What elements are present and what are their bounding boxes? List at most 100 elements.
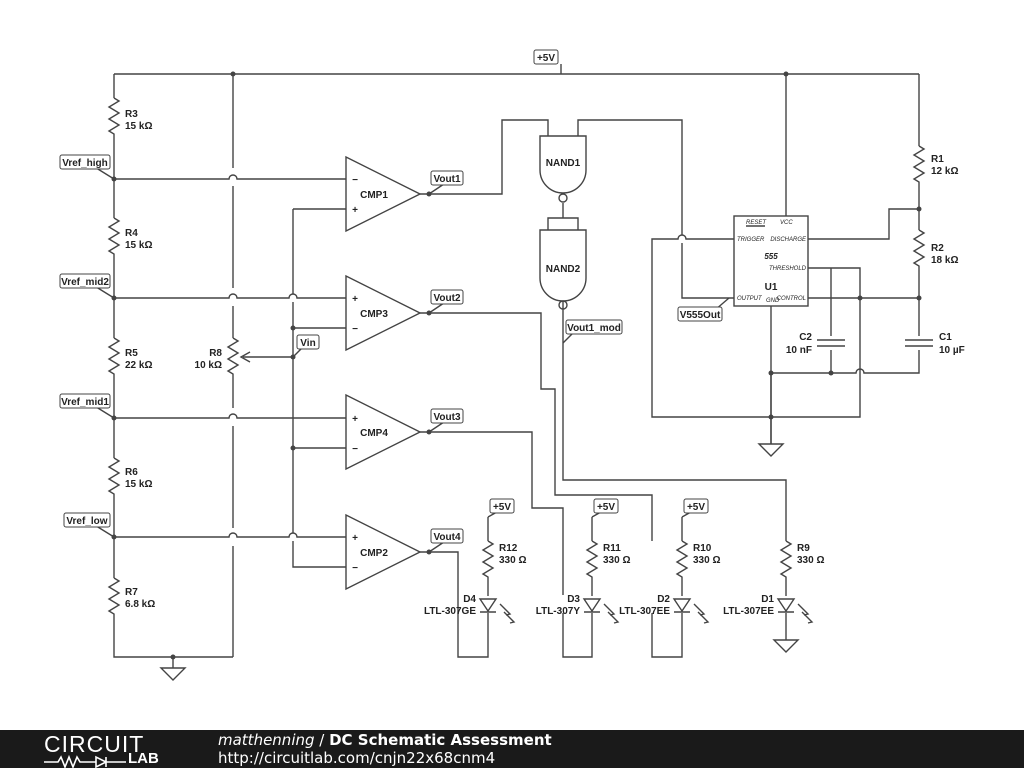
net-label-vout2: Vout2 xyxy=(433,293,460,304)
resistor-ref-r7: R7 xyxy=(125,587,138,598)
timer-ref: U1 xyxy=(765,282,778,293)
capacitor-value-c2: 10 nF xyxy=(786,345,812,356)
comparator-labels: CMP1 CMP3 CMP4 CMP2 − + + − + − + − xyxy=(352,175,388,574)
capacitor-symbols xyxy=(817,339,933,347)
timer-pin-trigger: TRIGGER xyxy=(737,237,765,243)
resistor-value-r9: 330 Ω xyxy=(797,555,824,566)
comparator-symbols xyxy=(345,155,422,591)
nand-gate-symbols xyxy=(539,135,587,310)
pin-minus-cmp1: − xyxy=(352,175,358,186)
resistor-ref-r3: R3 xyxy=(125,109,138,120)
resistor-ref-r6: R6 xyxy=(125,467,138,478)
capacitor-value-c1: 10 µF xyxy=(939,345,965,356)
resistor-value-r8: 10 kΩ xyxy=(195,360,222,371)
resistor-value-r11: 330 Ω xyxy=(603,555,630,566)
gate-label-nand1: NAND1 xyxy=(546,158,581,169)
net-label-pointers xyxy=(92,64,730,553)
net-label-vcc-r11: +5V xyxy=(597,502,615,513)
net-label-vout4: Vout4 xyxy=(433,532,460,543)
resistor-ref-r10: R10 xyxy=(693,543,712,554)
resistor-ref-r8: R8 xyxy=(209,348,222,359)
led-ref-d1: D1 xyxy=(761,594,774,605)
net-label-vin: Vin xyxy=(300,338,315,349)
resistor-value-r2: 18 kΩ xyxy=(931,255,958,266)
resistor-value-r10: 330 Ω xyxy=(693,555,720,566)
net-label-vcc: +5V xyxy=(537,53,555,64)
led-part-d3: LTL-307Y xyxy=(536,606,581,617)
net-label-vref-high: Vref_high xyxy=(62,158,108,169)
title-separator: / xyxy=(314,731,330,749)
pin-plus-cmp1: + xyxy=(352,205,358,216)
resistor-value-r1: 12 kΩ xyxy=(931,166,958,177)
timer-labels: RESET VCC TRIGGER DISCHARGE 555 THRESHOL… xyxy=(737,220,807,304)
resistor-ref-r2: R2 xyxy=(931,243,944,254)
timer-pin-discharge: DISCHARGE xyxy=(770,237,807,243)
net-label-vref-low: Vref_low xyxy=(66,516,107,527)
footer-title-line: matthenning / DC Schematic Assessment xyxy=(218,731,552,749)
resistor-value-r3: 15 kΩ xyxy=(125,121,152,132)
logo-waveform-icon xyxy=(44,755,126,769)
footer-bar: CIRCUIT LAB matthenning / DC Schematic A… xyxy=(0,730,1024,769)
led-symbols xyxy=(478,598,814,624)
net-label-vcc-r10: +5V xyxy=(687,502,705,513)
resistor-labels: R3 15 kΩ R4 15 kΩ R5 22 kΩ R6 15 kΩ R7 6… xyxy=(125,109,958,610)
resistor-ref-r12: R12 xyxy=(499,543,518,554)
capacitor-ref-c1: C1 xyxy=(939,332,952,343)
capacitor-ref-c2: C2 xyxy=(799,332,812,343)
logo-lab-text: LAB xyxy=(128,750,159,767)
author-link[interactable]: matthenning xyxy=(218,731,315,749)
led-part-d1: LTL-307EE xyxy=(723,606,774,617)
resistor-ref-r1: R1 xyxy=(931,154,944,165)
pin-plus-cmp4: + xyxy=(352,414,358,425)
timer-type: 555 xyxy=(764,252,778,261)
net-label-boxes xyxy=(59,49,723,544)
resistor-symbols xyxy=(107,97,926,616)
ground-symbols xyxy=(159,443,800,681)
schematic-url-link[interactable]: http://circuitlab.com/cnjn22x68cnm4 xyxy=(218,749,496,767)
resistor-ref-r9: R9 xyxy=(797,543,810,554)
resistor-value-r5: 22 kΩ xyxy=(125,360,152,371)
net-label-v555out: V555Out xyxy=(680,310,721,321)
resistor-ref-r4: R4 xyxy=(125,228,138,239)
resistor-value-r7: 6.8 kΩ xyxy=(125,599,155,610)
led-ref-d3: D3 xyxy=(567,594,580,605)
gate-labels: NAND1 NAND2 xyxy=(546,158,581,275)
timer-pin-vcc: VCC xyxy=(780,220,793,226)
net-label-vout3: Vout3 xyxy=(433,412,460,423)
pin-minus-cmp4: − xyxy=(352,444,358,455)
net-label-vref-mid1: Vref_mid1 xyxy=(61,397,109,408)
timer-pin-gnd: GND xyxy=(766,298,780,304)
gate-label-nand2: NAND2 xyxy=(546,264,581,275)
led-part-d2: LTL-307EE xyxy=(619,606,670,617)
timer-pin-output: OUTPUT xyxy=(737,296,763,302)
capacitor-labels: C2 10 nF C1 10 µF xyxy=(786,332,965,356)
timer-pin-control: CONTROL xyxy=(777,296,806,302)
logo-circuit-text: CIRCUIT xyxy=(44,731,145,757)
resistor-value-r12: 330 Ω xyxy=(499,555,526,566)
pin-minus-cmp2: − xyxy=(352,563,358,574)
net-label-vout1-mod: Vout1_mod xyxy=(567,323,621,334)
comparator-label-cmp1: CMP1 xyxy=(360,190,388,201)
net-label-texts: +5V Vref_high Vref_mid2 Vref_mid1 Vref_l… xyxy=(61,53,721,543)
schematic-title: DC Schematic Assessment xyxy=(329,731,552,749)
led-part-d4: LTL-307GE xyxy=(424,606,476,617)
resistor-ref-r11: R11 xyxy=(603,543,621,554)
timer-pin-threshold: THRESHOLD xyxy=(769,266,807,272)
pin-plus-cmp3: + xyxy=(352,294,358,305)
led-ref-d2: D2 xyxy=(657,594,670,605)
net-label-vref-mid2: Vref_mid2 xyxy=(61,277,109,288)
pin-minus-cmp3: − xyxy=(352,324,358,335)
resistor-value-r4: 15 kΩ xyxy=(125,240,152,251)
resistor-value-r6: 15 kΩ xyxy=(125,479,152,490)
net-label-vout1: Vout1 xyxy=(433,174,460,185)
comparator-label-cmp4: CMP4 xyxy=(360,428,388,439)
timer-555-symbol xyxy=(733,215,809,307)
circuit-schematic: +5V Vref_high Vref_mid2 Vref_mid1 Vref_l… xyxy=(59,49,965,681)
net-label-vcc-r12: +5V xyxy=(493,502,511,513)
led-labels: D4 LTL-307GE D3 LTL-307Y D2 LTL-307EE D1… xyxy=(424,594,774,617)
comparator-label-cmp3: CMP3 xyxy=(360,309,388,320)
pin-plus-cmp2: + xyxy=(352,533,358,544)
timer-pin-reset: RESET xyxy=(746,220,767,226)
resistor-ref-r5: R5 xyxy=(125,348,138,359)
led-ref-d4: D4 xyxy=(463,594,476,605)
